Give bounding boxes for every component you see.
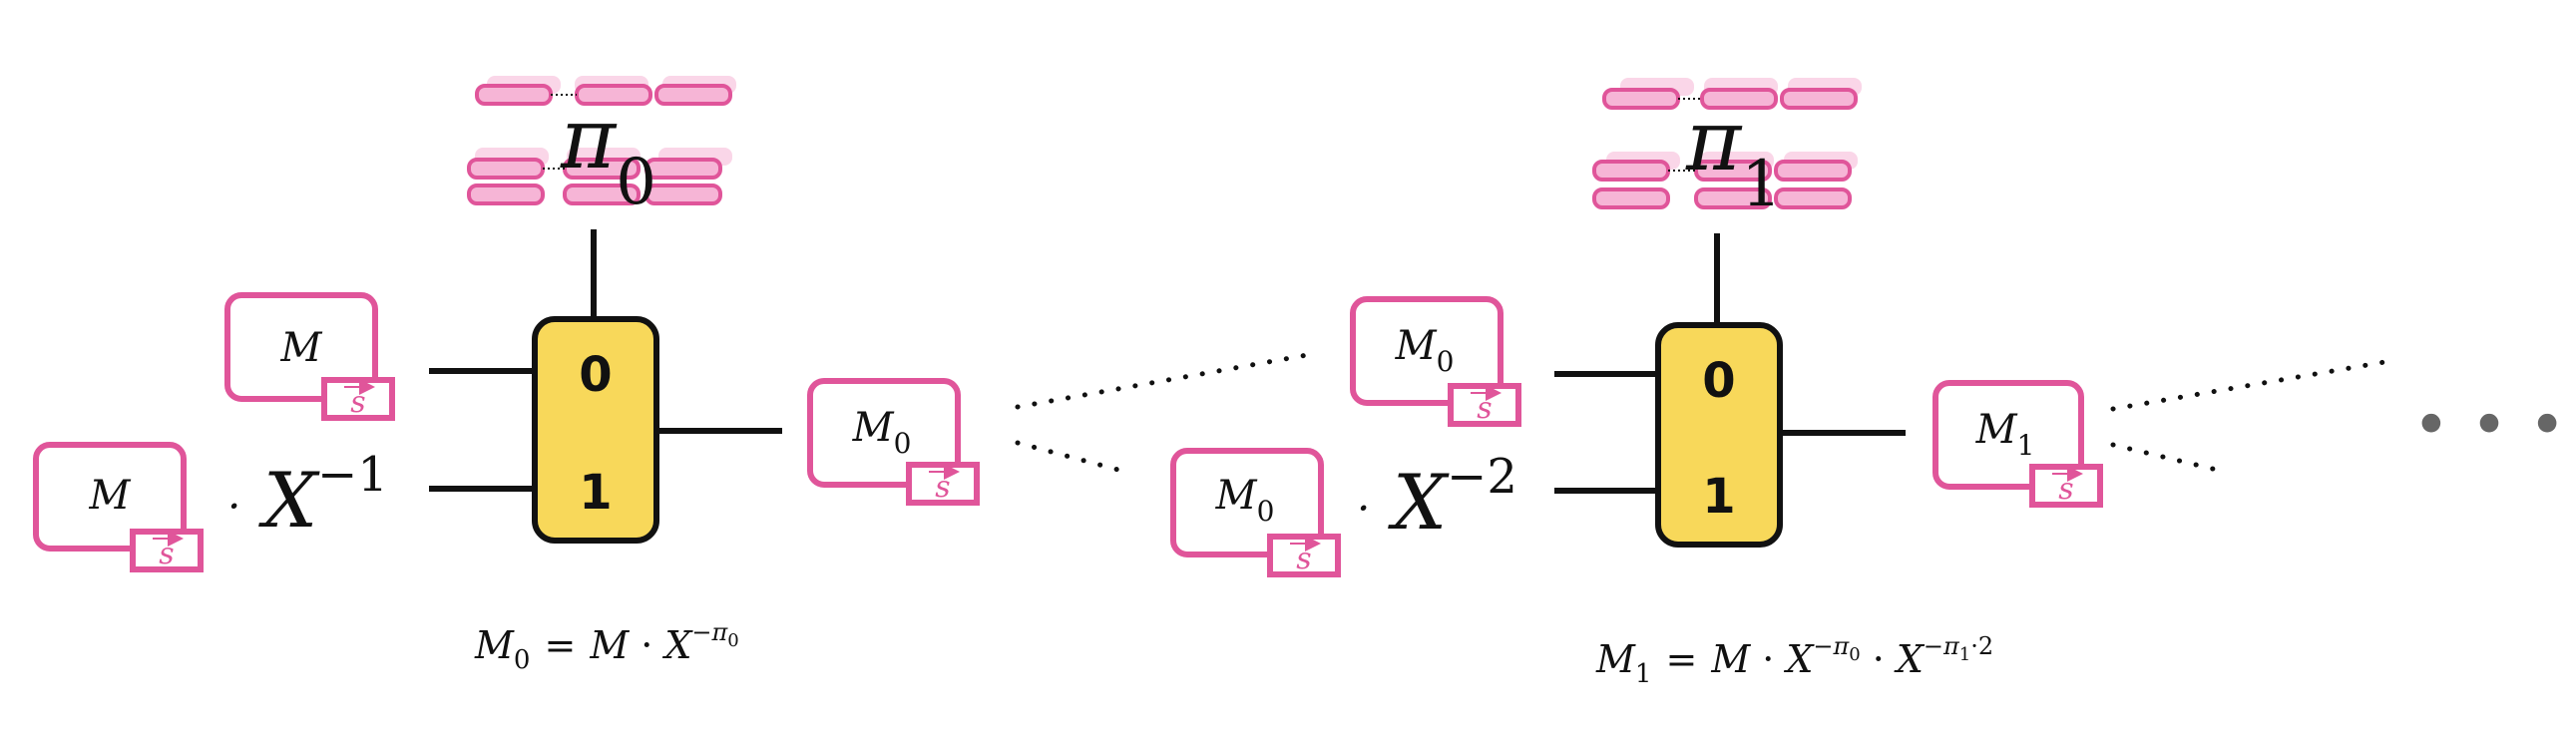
svg-text:M0: M0 [1215, 473, 1275, 528]
secret-key-label: s [2058, 472, 2073, 507]
secret-key-label: s [1296, 542, 1311, 576]
secret-key-label: s [935, 470, 950, 505]
fanout-dots-lower [2110, 442, 2224, 474]
mux-bit-1: 1 [579, 465, 612, 521]
ciphertext-output: M1 s [1932, 380, 2103, 508]
stage-1: π1 M0 s M0 s · X−2 0 1 [1170, 78, 2393, 689]
fanout-dots-upper [2110, 358, 2393, 412]
mux-bit-0: 0 [579, 347, 612, 403]
multiplexer: 0 1 [1655, 322, 1783, 548]
secret-key-label: s [159, 537, 174, 571]
ciphertext-input-top: M s [224, 292, 395, 421]
permutation-label-pi-1: π1 [1685, 92, 1782, 221]
mux-bit-0: 0 [1702, 353, 1735, 409]
rotation-factor: X−2 [1388, 449, 1517, 547]
ciphertext-output: M0 s [807, 378, 980, 506]
rotation-factor: X−1 [258, 447, 388, 545]
ciphertext-input-bottom: M0 s [1170, 448, 1341, 577]
secret-key-label: s [350, 385, 365, 420]
svg-text:M: M [89, 473, 132, 519]
caption-stage-0: M0=M·X−π0 [474, 618, 739, 675]
svg-text:M: M [280, 325, 323, 371]
permutation-bits-cluster [467, 76, 736, 205]
ciphertext-input-bottom: M s [33, 442, 204, 572]
permutation-label-pi-0: π0 [560, 90, 656, 219]
permutation-bits-cluster [1592, 78, 1862, 209]
continuation-ellipsis: • • • [2412, 389, 2566, 463]
svg-text:M0: M0 [1395, 323, 1455, 378]
rotation-dot: · [227, 482, 240, 531]
ciphertext-input-top: M0 s [1350, 296, 1521, 427]
rotation-dot: · [1357, 484, 1370, 533]
svg-text:M0: M0 [852, 405, 912, 460]
secret-key-label: s [1477, 391, 1492, 426]
fanout-dots-lower [1015, 440, 1132, 476]
caption-stage-1: M1=M·X−π0·X−π1·2 [1595, 632, 1993, 689]
fanout-dots-upper [1015, 352, 1310, 410]
stage-0: π0 M s M s · X−1 0 1 [33, 76, 1310, 675]
multiplexer: 0 1 [532, 316, 659, 544]
svg-text:M1: M1 [1975, 407, 2035, 462]
mux-bit-1: 1 [1702, 469, 1735, 525]
